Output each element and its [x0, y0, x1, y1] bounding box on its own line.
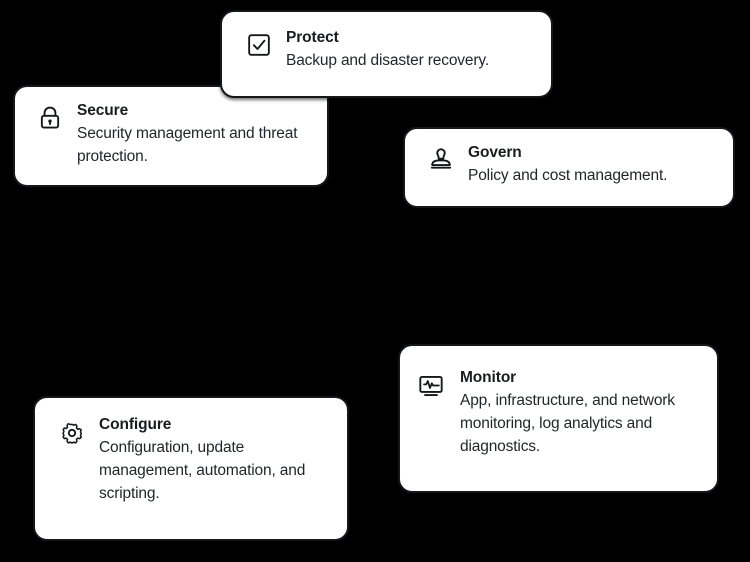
- card-text: Govern Policy and cost management.: [468, 143, 719, 187]
- card-description: Security management and threat protectio…: [77, 125, 298, 165]
- lock-icon: [35, 103, 65, 133]
- card-text: Protect Backup and disaster recovery.: [286, 28, 535, 72]
- card-protect[interactable]: Protect Backup and disaster recovery.: [220, 10, 553, 98]
- card-govern[interactable]: Govern Policy and cost management.: [403, 127, 735, 208]
- card-title: Monitor: [460, 369, 517, 386]
- card-configure[interactable]: Configure Configuration, update manageme…: [33, 396, 349, 541]
- card-text: Monitor App, infrastructure, and network…: [460, 368, 701, 458]
- card-secure[interactable]: Secure Security management and threat pr…: [13, 85, 329, 187]
- card-description: App, infrastructure, and network monitor…: [460, 392, 675, 455]
- monitor-pulse-icon: [416, 371, 446, 401]
- card-title: Secure: [77, 102, 129, 119]
- card-title: Protect: [286, 29, 339, 46]
- card-text: Secure Security management and threat pr…: [77, 101, 313, 168]
- card-description: Backup and disaster recovery.: [286, 52, 489, 69]
- card-monitor[interactable]: Monitor App, infrastructure, and network…: [398, 344, 719, 493]
- checkbox-checked-icon: [244, 30, 274, 60]
- card-text: Configure Configuration, update manageme…: [99, 415, 331, 505]
- card-description: Configuration, update management, automa…: [99, 439, 306, 502]
- card-title: Govern: [468, 144, 522, 161]
- gear-icon: [57, 418, 87, 448]
- card-description: Policy and cost management.: [468, 167, 668, 184]
- card-title: Configure: [99, 416, 172, 433]
- stamp-icon: [426, 144, 456, 174]
